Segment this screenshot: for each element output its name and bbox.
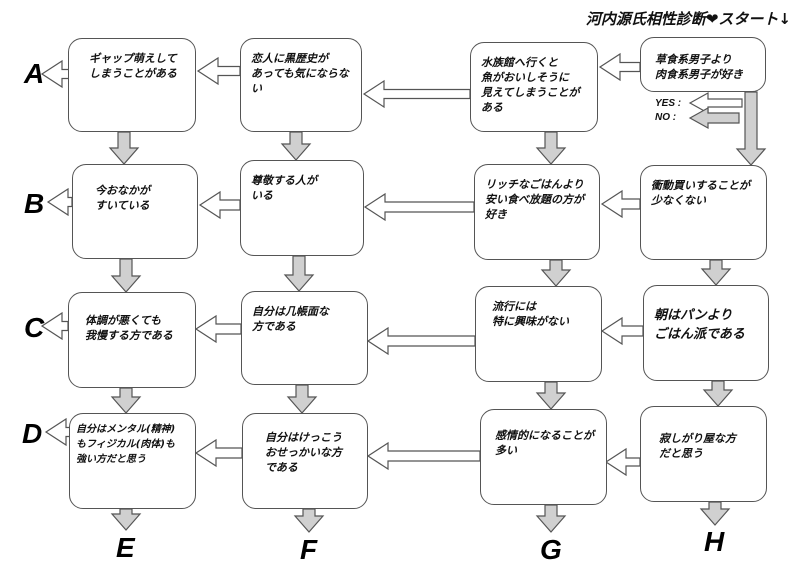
legend-no-label: NO : xyxy=(655,112,677,123)
result-c: C xyxy=(24,312,45,343)
question-box-q11[interactable]: 自分は几帳面な 方である xyxy=(241,291,368,385)
result-d: D xyxy=(22,418,43,449)
question-box-q8[interactable]: 今おなかが すいている xyxy=(72,164,198,259)
question-box-q14[interactable]: 感情的になることが 多い xyxy=(480,409,607,505)
result-h: H xyxy=(704,526,725,557)
legend-yes-arrow xyxy=(688,91,743,115)
no-arrow-q14-to-g xyxy=(535,504,567,533)
no-arrow-q13-to-h xyxy=(699,501,731,526)
yes-arrow-q2-to-q3 xyxy=(362,79,471,109)
no-arrow-q1-to-q5 xyxy=(735,91,767,166)
yes-arrow-q8-to-b xyxy=(46,187,73,217)
yes-arrow-q9-to-q10 xyxy=(600,316,644,346)
yes-arrow-q11-to-q12 xyxy=(194,314,242,344)
result-f: F xyxy=(300,534,318,565)
yes-arrow-q4-to-a xyxy=(40,59,71,89)
question-box-q1[interactable]: 草食系男子より 肉食系男子が好き xyxy=(640,37,766,92)
yes-arrow-q10-to-q11 xyxy=(366,326,476,356)
legend-yes-label: YES : xyxy=(655,98,682,109)
question-box-q3[interactable]: 恋人に黒歴史が あっても気にならない xyxy=(240,38,362,132)
no-arrow-q9-to-q13 xyxy=(702,380,734,407)
question-box-q9[interactable]: 朝はパンより ごはん派である xyxy=(643,285,769,381)
yes-arrow-q6-to-q7 xyxy=(363,192,475,222)
question-box-q5[interactable]: 衝動買いすることが 少なくない xyxy=(640,165,767,260)
no-arrow-q5-to-q9 xyxy=(700,259,732,286)
yes-arrow-q13-to-q14 xyxy=(604,447,641,477)
yes-arrow-q1-to-q2 xyxy=(598,52,641,82)
yes-arrow-q5-to-q6 xyxy=(600,189,641,219)
no-arrow-q12-to-q16 xyxy=(110,387,142,414)
result-e: E xyxy=(116,532,135,563)
no-arrow-q15-to-f xyxy=(293,508,325,533)
yes-arrow-q14-to-q15 xyxy=(366,441,481,471)
result-b: B xyxy=(24,188,45,219)
no-arrow-q16-to-e xyxy=(110,508,142,531)
no-arrow-q3-to-q7 xyxy=(280,131,312,161)
no-arrow-q4-to-q8 xyxy=(108,131,140,165)
result-a: A xyxy=(24,58,45,89)
no-arrow-q7-to-q11 xyxy=(283,255,315,292)
question-box-q16[interactable]: 自分はメンタル(精神) もフィジカル(肉体)も 強い方だと思う xyxy=(69,413,196,509)
question-box-q13[interactable]: 寂しがり屋な方 だと思う xyxy=(640,406,767,502)
question-box-q4[interactable]: ギャップ萌えして しまうことがある xyxy=(68,38,196,132)
no-arrow-q6-to-q10 xyxy=(540,259,572,287)
no-arrow-q10-to-q14 xyxy=(535,381,567,410)
question-box-q7[interactable]: 尊敬する人が いる xyxy=(240,160,364,256)
no-arrow-q11-to-q15 xyxy=(286,384,318,414)
question-box-q15[interactable]: 自分はけっこう おせっかいな方 である xyxy=(242,413,368,509)
result-g: G xyxy=(540,534,562,565)
yes-arrow-q16-to-d xyxy=(44,417,71,447)
question-box-q12[interactable]: 体調が悪くても 我慢する方である xyxy=(68,292,196,388)
question-box-q2[interactable]: 水族館へ行くと 魚がおいしそうに 見えてしまうことが ある xyxy=(470,42,598,132)
chart-title: 河内源氏相性診断❤スタート↓ xyxy=(585,10,791,28)
legend-no-arrow xyxy=(688,106,740,130)
no-arrow-q2-to-q6 xyxy=(535,131,567,165)
yes-arrow-q15-to-q16 xyxy=(194,438,243,468)
yes-arrow-q12-to-c xyxy=(40,311,69,341)
question-box-q6[interactable]: リッチなごはんより 安い食べ放題の方が 好き xyxy=(474,164,600,260)
yes-arrow-q7-to-q8 xyxy=(198,190,241,220)
no-arrow-q8-to-q12 xyxy=(110,258,142,293)
yes-arrow-q3-to-q4 xyxy=(196,56,241,86)
question-box-q10[interactable]: 流行には 特に興味がない xyxy=(475,286,602,382)
